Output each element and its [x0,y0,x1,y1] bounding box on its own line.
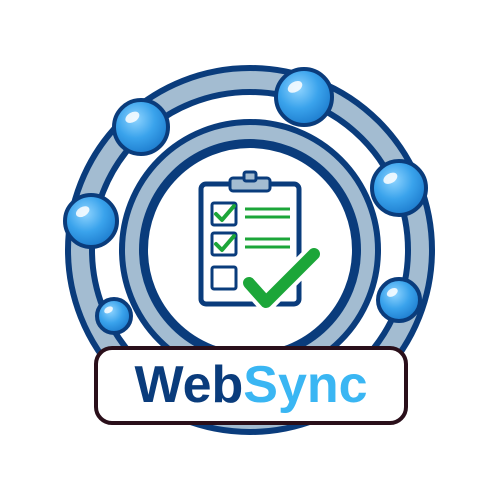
orbit-sphere-icon [63,193,119,249]
checklist-item [210,201,290,227]
orbit-sphere-icon [274,67,334,127]
orbit-sphere-icon [376,277,422,323]
brand-name-sync: Sync [243,356,367,414]
small-check-icon [214,234,236,252]
orbit-sphere-icon [95,297,133,335]
clipboard-checklist-icon [198,170,302,307]
orbit-spheres [63,67,428,335]
checklist [210,201,290,291]
clipboard-clip-top [242,170,258,183]
small-check-icon [214,204,236,222]
orbit-sphere-icon [370,159,428,217]
checklist-item [210,231,290,257]
checkmark-icon [239,244,324,312]
orbit-sphere-icon [112,98,170,156]
brand-name-web: Web [134,356,243,414]
brand-label-box [94,346,408,425]
checklist-item [210,265,238,291]
checkbox [210,265,238,291]
brand-name: WebSync [134,356,367,414]
brand-label: WebSync [94,346,408,425]
